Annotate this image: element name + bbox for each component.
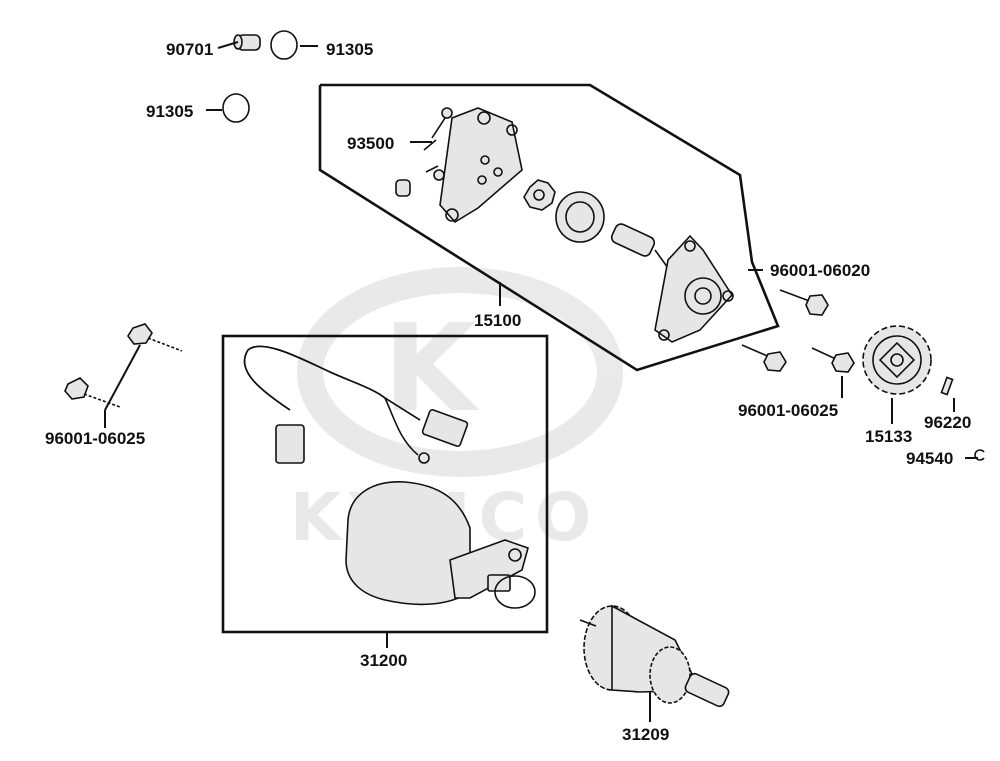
leader-line (217, 41, 239, 49)
sprocket-part (862, 325, 932, 395)
bolt-part (811, 347, 855, 373)
o-ring-part (270, 30, 298, 60)
callout-96220: 96220 (924, 413, 971, 432)
dowel-pin-part (395, 179, 411, 197)
callout-31209: 31209 (622, 725, 669, 744)
callout-90701: 90701 (166, 40, 213, 59)
callout-91305: 91305 (326, 40, 373, 59)
callout-93500: 93500 (347, 134, 394, 153)
callout-94540: 94540 (906, 449, 953, 468)
starter-clutch-part (579, 604, 730, 708)
pump-shaft-part (610, 223, 669, 269)
callout-96001-06025: 96001-06025 (738, 401, 838, 420)
starter-motor-part (345, 481, 529, 606)
oil-pump-group-frame (318, 83, 780, 372)
bolt-part (127, 323, 183, 352)
bolt-part (779, 289, 829, 316)
pump-body-part (654, 234, 734, 343)
inner-rotor-part (523, 179, 556, 211)
kymco-logo-ring-icon (297, 267, 623, 477)
callout-31200: 31200 (360, 651, 407, 670)
callout-91305: 91305 (146, 102, 193, 121)
clip-part (974, 449, 985, 461)
starter-motor-group-frame (221, 334, 549, 634)
bolt-part (741, 344, 787, 372)
pin-part (940, 376, 954, 396)
callout-15133: 15133 (865, 427, 912, 446)
pump-cover-plate-part (439, 107, 523, 224)
screw-part (423, 107, 453, 181)
leader-line (104, 344, 141, 411)
o-ring-part (222, 93, 250, 123)
callout-96001-06025: 96001-06025 (45, 429, 145, 448)
outer-rotor-part (555, 191, 605, 243)
o-ring-part (494, 575, 536, 609)
bolt-part (64, 377, 121, 408)
callout-15100: 15100 (474, 311, 521, 330)
wire-harness-part (243, 345, 469, 464)
callout-96001-06020: 96001-06020 (770, 261, 870, 280)
